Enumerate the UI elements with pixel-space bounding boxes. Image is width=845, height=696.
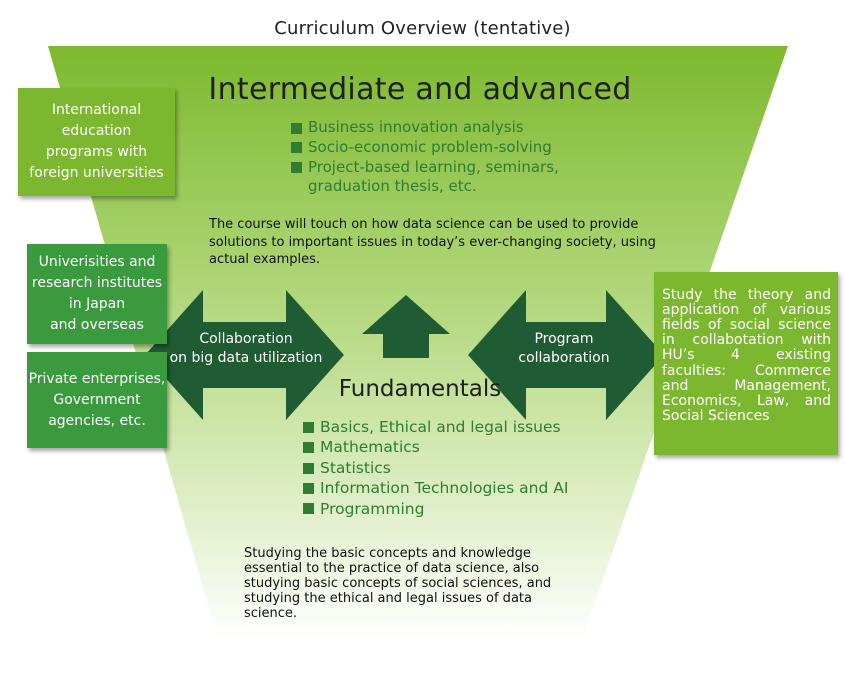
international-programs-box: International education programs with fo… <box>18 88 175 196</box>
social-science-box: Study the theory and application of vari… <box>654 272 838 455</box>
list-item: Information Technologies and AI <box>303 478 603 498</box>
intermediate-heading: Intermediate and advanced <box>208 72 632 107</box>
list-item: Statistics <box>303 458 603 478</box>
program-arrow <box>468 290 664 420</box>
fundamentals-description: Studying the basic concepts and knowledg… <box>244 546 552 622</box>
intermediate-description: The course will touch on how data scienc… <box>209 217 656 268</box>
list-item: Socio-economic problem-solving <box>291 138 581 158</box>
up-arrow-icon <box>362 295 450 358</box>
private-enterprises-box: Private enterprises, Government agencies… <box>27 352 167 448</box>
diagram-title: Curriculum Overview (tentative) <box>274 18 571 39</box>
collaboration-arrow <box>145 290 344 420</box>
program-collaboration-label: Program collaboration <box>518 331 610 367</box>
list-item: Basics, Ethical and legal issues <box>303 417 603 437</box>
list-item: Programming <box>303 499 603 519</box>
intermediate-list: Business innovation analysis Socio-econo… <box>291 118 581 197</box>
fundamentals-list: Basics, Ethical and legal issues Mathema… <box>303 417 603 519</box>
fundamentals-heading: Fundamentals <box>338 376 502 402</box>
collaboration-label: Collaboration on big data utilization <box>169 331 323 367</box>
list-item: Project-based learning, seminars, gradua… <box>291 158 581 198</box>
universities-box: Univerisities and research institutes in… <box>27 244 167 344</box>
list-item: Mathematics <box>303 437 603 457</box>
list-item: Business innovation analysis <box>291 118 581 138</box>
